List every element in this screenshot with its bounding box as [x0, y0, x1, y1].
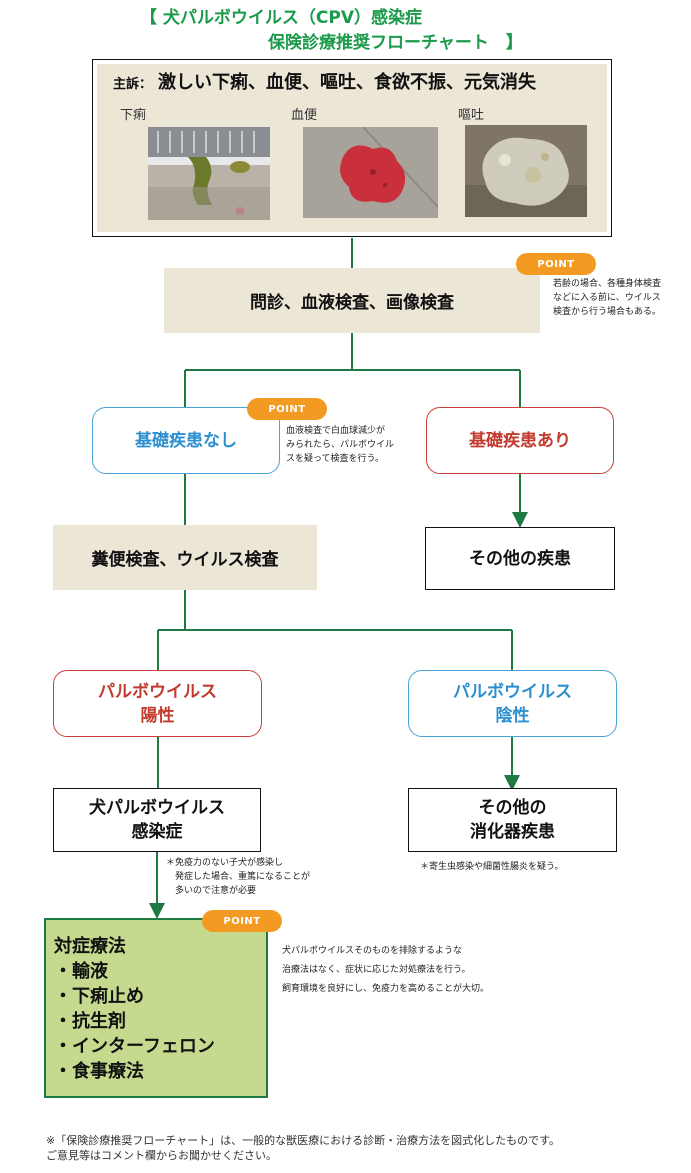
title-line-2: 保険診療推奨フローチャート 】	[268, 33, 523, 53]
footnote-line-1: ※「保険診療推奨フローチャート」は、一般的な獣医療における診断・治療方法を図式化…	[46, 1134, 561, 1147]
branch-has-underlying-disease: 基礎疾患あり	[426, 407, 614, 474]
positive-line-1: パルボウイルス	[98, 681, 217, 702]
note-line: 飼育環境を良好にし、免疫力を高めることが大切。	[282, 984, 490, 994]
branch-has-disease-label: 基礎疾患あり	[469, 430, 571, 451]
step-fecal-virus-test: 糞便検査、ウイルス検査	[53, 525, 317, 590]
positive-line-2: 陽性	[140, 705, 175, 726]
negative-line-2: 陰性	[495, 705, 530, 726]
complaint-heading: 主訴： 激しい下痢、血便、嘔吐、食欲不振、元気消失	[113, 68, 536, 94]
note-line: などに入る前に、ウイルス	[553, 293, 661, 303]
photo-label-bloody-stool: 血便	[291, 108, 318, 123]
chart-title: 【 犬パルボウイルス（CPV）感染症 保険診療推奨フローチャート 】	[140, 6, 580, 56]
cpv-infection-box: 犬パルボウイルス 感染症	[53, 788, 261, 852]
note-line: 若齢の場合、各種身体検査	[553, 279, 662, 289]
note-white-blood-cell: 血液検査で白血球減少が みられたら、パルボウイル スを疑って検査を行う。	[286, 424, 421, 466]
treatment-title: 対症療法	[54, 936, 126, 957]
parvovirus-negative-box: パルボウイルス 陰性	[408, 670, 617, 737]
point-label-2: POINT	[268, 403, 306, 415]
other-digestive-line-1: その他の	[478, 798, 547, 818]
treatment-item: ・抗生剤	[54, 1011, 126, 1032]
other-digestive-disease-box: その他の 消化器疾患	[408, 788, 617, 852]
note-line: スを疑って検査を行う。	[286, 454, 385, 464]
photo-label-vomit: 嘔吐	[458, 108, 485, 123]
note-line: 発症した場合、重篤になることが	[166, 872, 311, 882]
note-parasite-bacterial: ＊寄生虫感染や細菌性腸炎を疑う。	[420, 862, 564, 872]
footnote-line-2: ご意見等はコメント欄からお聞かせください。	[46, 1149, 277, 1162]
note-line: ＊免疫力のない子犬が感染し	[166, 858, 284, 868]
bloody-stool-photo	[303, 127, 438, 218]
other-digestive-line-2: 消化器疾患	[470, 822, 555, 842]
note-puppy-warning: ＊免疫力のない子犬が感染し 発症した場合、重篤になることが 多いので注意が必要	[166, 856, 356, 898]
parvovirus-positive-box: パルボウイルス 陽性	[53, 670, 262, 737]
note-young-dogs: 若齢の場合、各種身体検査 などに入る前に、ウイルス 検査から行う場合もある。	[553, 277, 691, 319]
note-line: 治療法はなく、症状に応じた対処療法を行う。	[282, 965, 471, 975]
branch-no-disease-label: 基礎疾患なし	[135, 430, 237, 451]
cpv-line-2: 感染症	[131, 822, 183, 842]
point-badge-2: POINT	[247, 398, 327, 420]
note-treatment: 犬パルボウイルスそのものを排除するような 治療法はなく、症状に応じた対処療法を行…	[282, 942, 572, 999]
photo-label-diarrhea: 下痢	[120, 108, 147, 123]
symptomatic-treatment-box: 対症療法 ・輸液 ・下痢止め ・抗生剤 ・インターフェロン ・食事療法	[44, 918, 268, 1098]
note-line: みられたら、パルボウイル	[286, 440, 395, 450]
other-disease-box: その他の疾患	[425, 527, 615, 590]
complaint-symptoms: 激しい下痢、血便、嘔吐、食欲不振、元気消失	[158, 72, 537, 93]
treatment-item: ・インターフェロン	[54, 1036, 215, 1057]
cpv-line-1: 犬パルボウイルス	[89, 798, 225, 818]
point-badge-1: POINT	[516, 253, 596, 275]
other-disease-text: その他の疾患	[469, 548, 571, 569]
complaint-label: 主訴：	[113, 77, 153, 92]
diarrhea-photo	[148, 127, 270, 220]
branch-no-underlying-disease: 基礎疾患なし	[92, 407, 280, 474]
title-line-1: 【 犬パルボウイルス（CPV）感染症	[140, 8, 423, 28]
footnote: ※「保険診療推奨フローチャート」は、一般的な獣医療における診断・治療方法を図式化…	[46, 1133, 560, 1163]
vomit-photo	[465, 125, 587, 217]
note-line: 多いので注意が必要	[166, 886, 257, 896]
treatment-item: ・輸液	[54, 961, 108, 982]
note-line: 検査から行う場合もある。	[553, 307, 662, 317]
note-line: 犬パルボウイルスそのものを排除するような	[282, 946, 463, 956]
point-label-1: POINT	[537, 258, 575, 270]
point-label-3: POINT	[223, 915, 261, 927]
step-interview-blood-imaging: 問診、血液検査、画像検査	[164, 268, 540, 333]
step2-text: 糞便検査、ウイルス検査	[91, 550, 279, 570]
note-line: 血液検査で白血球減少が	[286, 426, 386, 436]
negative-line-1: パルボウイルス	[453, 681, 572, 702]
step1-text: 問診、血液検査、画像検査	[250, 293, 454, 313]
treatment-item: ・食事療法	[54, 1061, 144, 1082]
point-badge-3: POINT	[202, 910, 282, 932]
treatment-item: ・下痢止め	[54, 986, 144, 1007]
treatment-list: 対症療法 ・輸液 ・下痢止め ・抗生剤 ・インターフェロン ・食事療法	[54, 934, 215, 1084]
